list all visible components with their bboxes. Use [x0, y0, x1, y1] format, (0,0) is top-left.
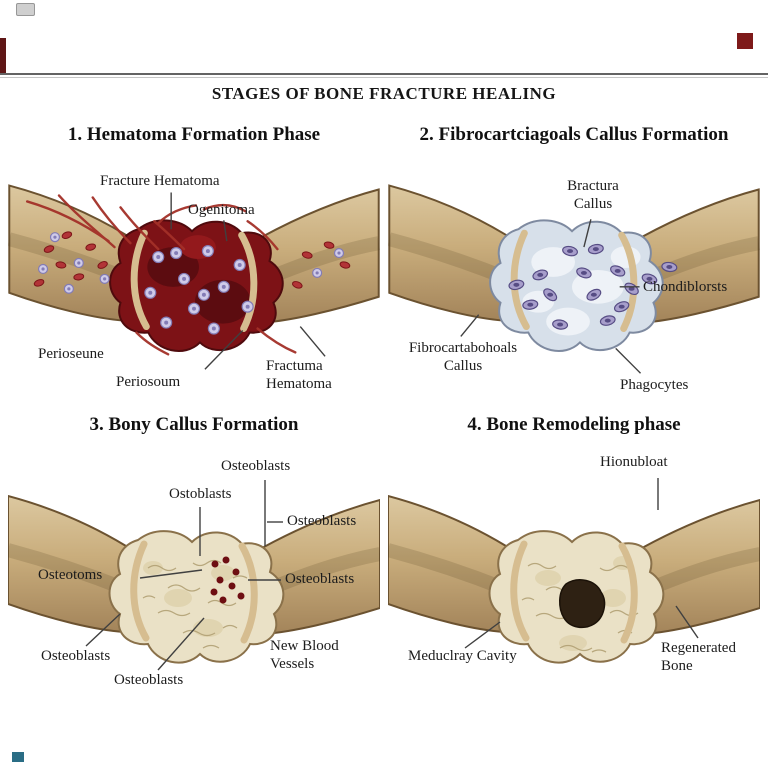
label-perioseune: Perioseune — [38, 346, 104, 362]
label-fracture-hematoma: Fracture Hematoma — [100, 173, 220, 189]
label-meduclray-cavity: Meduclray Cavity — [408, 648, 517, 664]
page-title: STAGES OF BONE FRACTURE HEALING — [211, 84, 557, 103]
label-osteoblasts-bottom-left: Osteoblasts — [41, 648, 111, 664]
top-rule — [0, 73, 768, 75]
label-osteoblasts-bottom: Osteoblasts — [114, 672, 184, 688]
panel-fibrocartilaginous-callus: 2. Fibrocartciagoals Callus Formation — [388, 118, 760, 406]
label-osteotoms: Osteotoms — [38, 567, 103, 583]
label-phagocytes: Phagocytes — [620, 377, 689, 393]
pointer-lines — [460, 219, 642, 374]
left-edge-mark — [0, 38, 6, 74]
panel-bony-callus: 3. Bony Callus Formation — [8, 408, 380, 704]
pointer-lines — [85, 480, 283, 671]
label-new-blood-vessels: New Blood Vessels — [270, 638, 339, 672]
medullary-cavity-hole — [559, 579, 606, 629]
label-regenerated-bone: Regenerated Bone — [661, 640, 736, 674]
label-fractuma-hematoma: Fractuma Hematoma — [266, 358, 332, 392]
corner-glyph — [16, 3, 35, 16]
bone-illustration-bony-callus — [8, 480, 380, 671]
label-chondiblorsts: Chondiblorsts — [643, 279, 728, 295]
label-fibrocartabohoals-callus: Fibrocartabohoals Callus — [408, 340, 518, 374]
panel-hematoma-formation: 1. Hematoma Formation Phase — [8, 118, 380, 406]
pointer-lines — [170, 192, 326, 370]
panel-1-title: 1. Hematoma Formation Phase — [67, 124, 321, 145]
label-osteoblasts-mid: Osteoblasts — [285, 571, 355, 587]
panel-4-title: 4. Bone Remodeling phase — [467, 414, 681, 435]
bone-illustration-hematoma — [8, 184, 380, 370]
label-periosoum: Periosoum — [116, 374, 181, 390]
right-edge-mark — [737, 33, 753, 49]
panel-bone-remodeling: 4. Bone Remodeling phase — [388, 408, 760, 704]
pointer-lines — [464, 478, 699, 649]
label-osteoblasts-top: Osteoblasts — [221, 458, 291, 474]
label-ostoblasts: Ostoblasts — [169, 486, 232, 502]
top-rule-shadow — [0, 77, 768, 78]
bottom-left-mark — [12, 752, 24, 762]
label-ogenitoma: Ogenitoma — [188, 202, 255, 218]
bone-illustration-remodeling — [388, 478, 760, 664]
label-osteoblasts-right: Osteoblasts — [287, 513, 357, 529]
new-blood-vessel-dots — [210, 556, 245, 604]
label-hionubloat: Hionubloat — [600, 454, 668, 470]
panel-3-title: 3. Bony Callus Formation — [89, 414, 299, 435]
label-bractura-callus: Bractura Callus — [567, 178, 619, 212]
bone-illustration-cartilage-callus — [388, 184, 760, 374]
panel-2-title: 2. Fibrocartciagoals Callus Formation — [419, 124, 729, 145]
